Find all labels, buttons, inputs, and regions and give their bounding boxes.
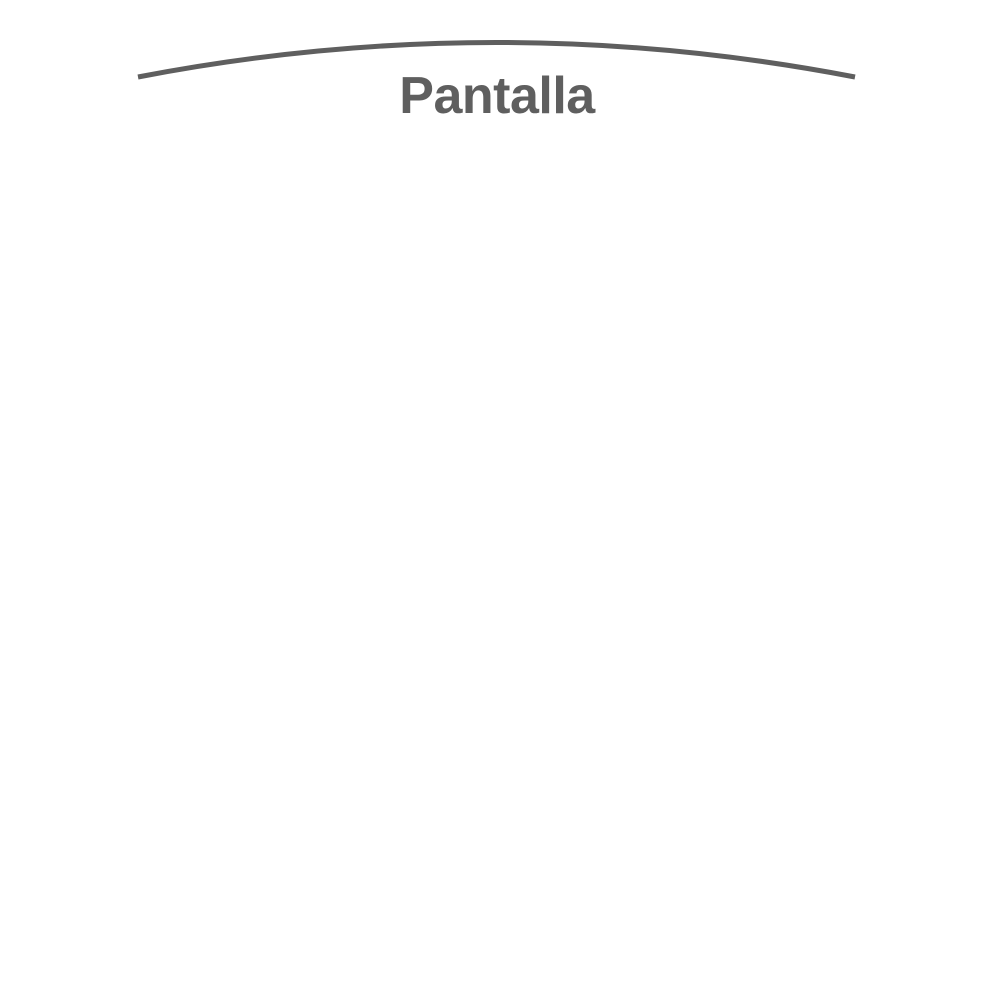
screen-label: Pantalla	[399, 67, 595, 125]
screen-arc	[137, 40, 856, 80]
